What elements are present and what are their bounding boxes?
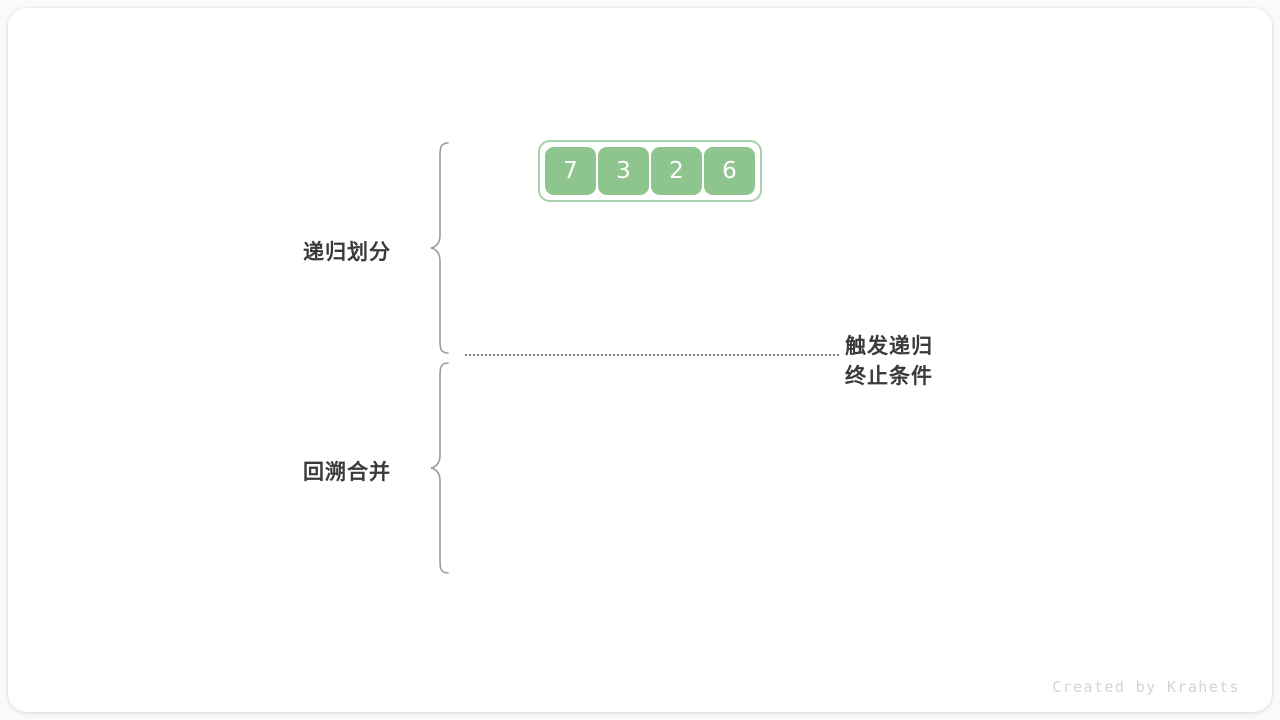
array-cell: 2 (651, 147, 702, 195)
divide-phase-brace (428, 140, 452, 360)
array-cell: 6 (704, 147, 755, 195)
section-label-merge: 回溯合并 (303, 460, 391, 484)
array-container: 7 3 2 6 (538, 140, 762, 202)
recursion-base-case-divider (465, 354, 839, 356)
base-case-annotation-line1: 触发递归 (845, 334, 933, 358)
array-cell: 7 (545, 147, 596, 195)
section-label-divide: 递归划分 (303, 240, 391, 264)
merge-phase-brace (428, 360, 452, 580)
base-case-annotation: 触发递归 终止条件 (845, 331, 933, 391)
watermark-credit: Created by Krahets (1052, 678, 1240, 696)
base-case-annotation-line2: 终止条件 (845, 364, 933, 388)
figure-card (8, 8, 1272, 712)
array-cell: 3 (598, 147, 649, 195)
